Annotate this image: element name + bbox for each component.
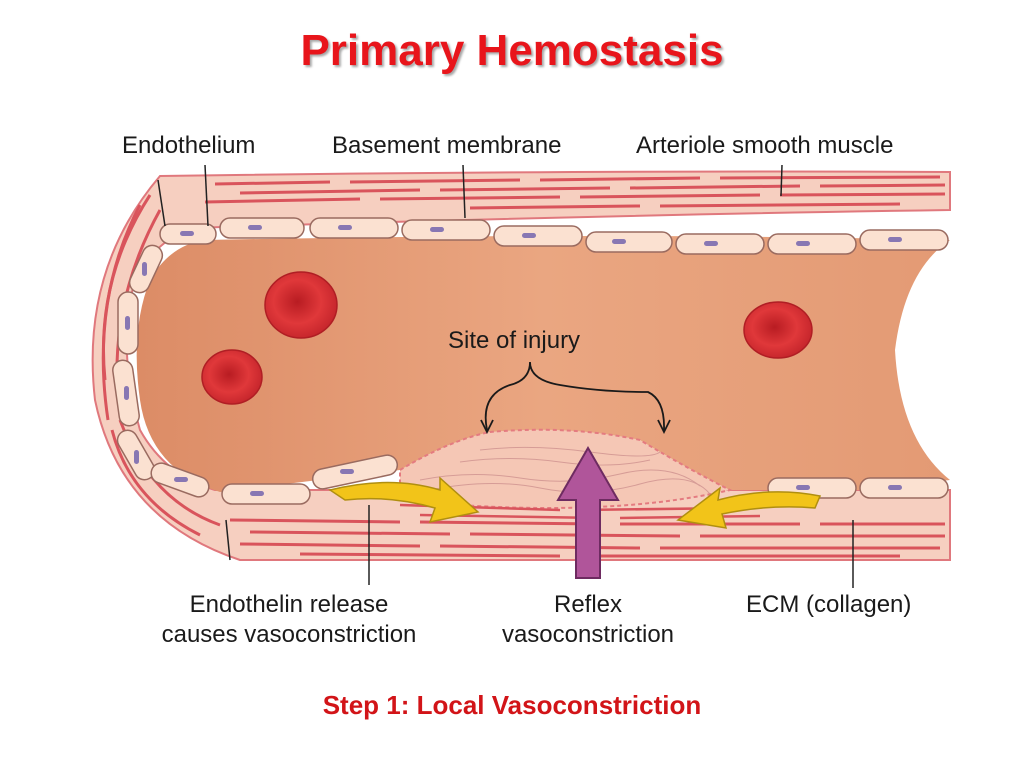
- label-site-of-injury: Site of injury: [448, 327, 581, 354]
- label-endothelin: Endothelin release causes vasoconstricti…: [134, 590, 444, 650]
- smooth-muscle-stripes: [101, 175, 946, 558]
- injury-brace: [480, 361, 671, 435]
- label-ecm: ECM (collagen): [746, 591, 912, 618]
- label-reflex-line2: vasoconstriction: [501, 621, 675, 648]
- label-reflex: Reflex vasoconstriction: [478, 590, 698, 650]
- label-endothelin-line1: Endothelin release: [189, 591, 389, 618]
- label-endothelin-line2: causes vasoconstriction: [161, 621, 417, 648]
- ecm-arrow: [676, 486, 822, 529]
- label-basement-membrane: Basement membrane: [332, 132, 562, 159]
- label-smooth-muscle: Arteriole smooth muscle: [636, 132, 894, 159]
- label-leaders: [157, 164, 854, 588]
- vessel-lumen: [136, 236, 950, 492]
- endothelin-arrow: [328, 476, 480, 524]
- step-caption: Step 1: Local Vasoconstriction: [322, 690, 702, 720]
- label-endothelium: Endothelium: [122, 132, 256, 159]
- vessel-wall: [91, 170, 951, 561]
- injury-site: [399, 428, 761, 520]
- cell-nuclei: [124, 225, 902, 496]
- red-blood-cells: [201, 271, 813, 405]
- reflex-arrow: [556, 445, 620, 579]
- label-reflex-line1: Reflex: [553, 591, 623, 618]
- diagram-title: Primary Hemostasis: [300, 26, 724, 75]
